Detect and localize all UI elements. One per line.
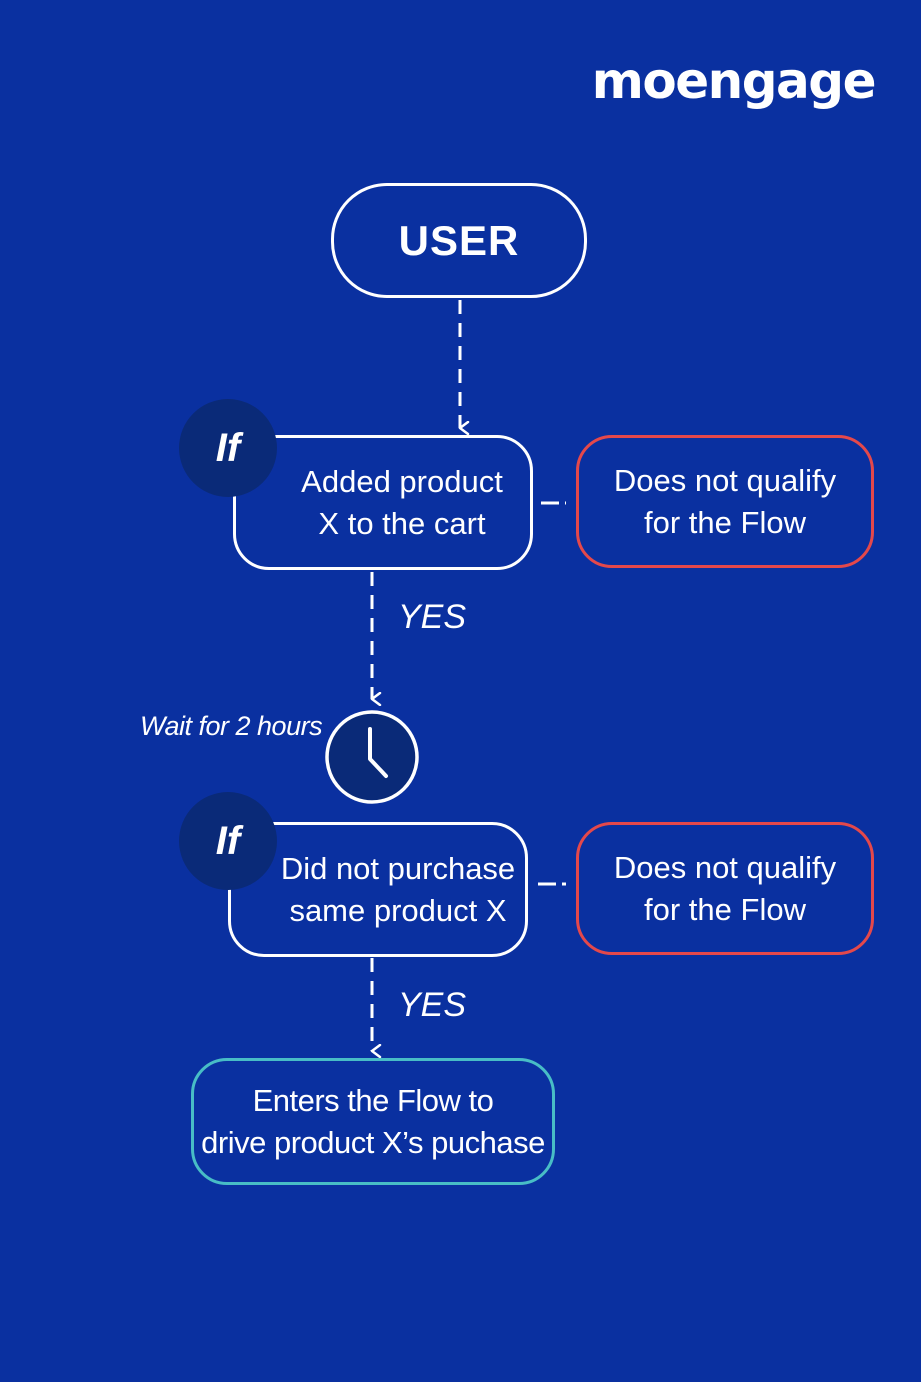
clock-icon xyxy=(325,710,419,804)
reject-node-1: Does not qualify for the Flow xyxy=(576,435,874,568)
brand-logo: moengage xyxy=(591,52,877,110)
wait-label: Wait for 2 hours xyxy=(140,711,323,741)
yes-label-1: YES xyxy=(398,598,467,636)
enter-flow-line-1: Enters the Flow to xyxy=(252,1082,494,1118)
user-start-node: USER xyxy=(331,183,587,298)
if-badge-1: If xyxy=(179,399,277,497)
condition-node-added-to-cart: Added product X to the cart xyxy=(233,435,533,570)
enter-flow-node: Enters the Flow to drive product X’s puc… xyxy=(191,1058,555,1185)
reject-1-line-2: for the Flow xyxy=(644,504,806,540)
reject-2-line-2: for the Flow xyxy=(644,891,806,927)
condition-2-line-2: same product X xyxy=(289,892,507,928)
condition-2-line-1: Did not purchase xyxy=(280,850,516,886)
yes-label-2: YES xyxy=(398,986,467,1024)
if-badge-2: If xyxy=(179,792,277,890)
condition-node-not-purchased: Did not purchase same product X xyxy=(228,822,528,957)
user-start-label: USER xyxy=(398,216,520,264)
reject-node-2: Does not qualify for the Flow xyxy=(576,822,874,955)
enter-flow-line-2: drive product X’s puchase xyxy=(201,1124,545,1160)
condition-1-line-2: X to the cart xyxy=(318,505,486,541)
reject-2-line-1: Does not qualify xyxy=(613,849,837,885)
condition-1-line-1: Added product xyxy=(301,463,503,499)
reject-1-line-1: Does not qualify xyxy=(613,462,837,498)
